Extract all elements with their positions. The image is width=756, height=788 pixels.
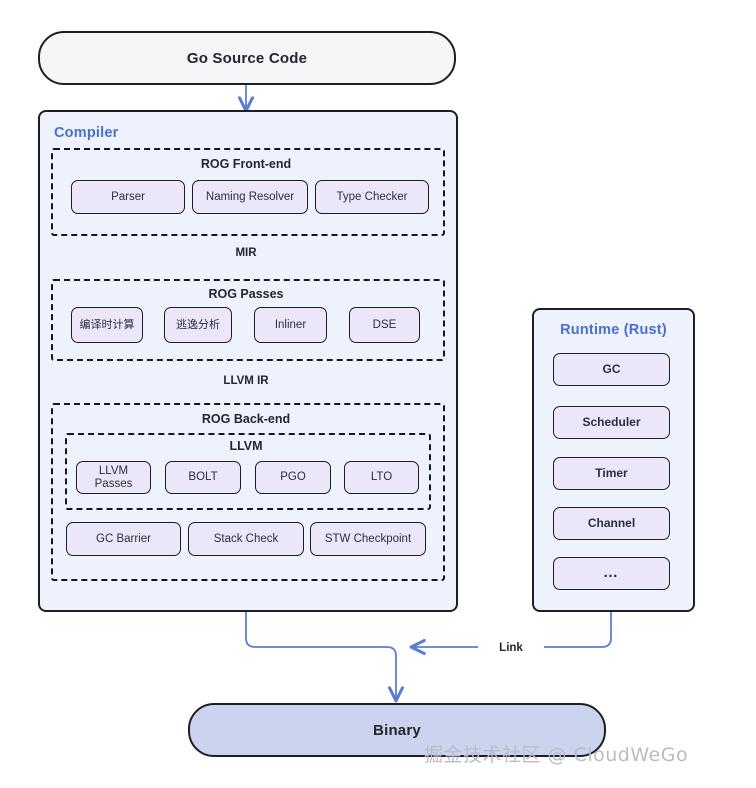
wire-compiler-to-binary (245, 608, 396, 700)
chip-label: BOLT (188, 471, 218, 484)
chip-naming-resolver[interactable]: Naming Resolver (192, 180, 308, 214)
chip-label: Stack Check (213, 532, 279, 545)
chip-scheduler[interactable]: Scheduler (553, 406, 670, 439)
chip-channel[interactable]: Channel (553, 507, 670, 540)
chip-inliner[interactable]: Inliner (254, 307, 327, 343)
chip-pgo[interactable]: PGO (255, 461, 331, 494)
group-rog-frontend-title: ROG Front-end (200, 157, 292, 171)
chip-label: Timer (595, 465, 628, 480)
edge-label-link: Link (478, 640, 544, 656)
chip-label: … (603, 564, 620, 582)
node-label: Binary (373, 721, 421, 739)
chip-label: GC Barrier (96, 532, 151, 545)
chip-label: 编译时计算 (79, 317, 135, 331)
chip-escape-analysis[interactable]: 逃逸分析 (164, 307, 232, 343)
watermark: 掘金技术社区 @ CloudWeGo (424, 744, 689, 766)
chip-label: LLVM Passes (94, 464, 133, 490)
chip-label: Inliner (274, 318, 307, 331)
chip-timer[interactable]: Timer (553, 457, 670, 490)
chip-llvm-passes[interactable]: LLVM Passes (76, 461, 151, 494)
chip-compile-time-eval[interactable]: 编译时计算 (71, 307, 143, 343)
chip-label: Parser (111, 190, 145, 203)
group-rog-passes (51, 279, 445, 361)
chip-label: Naming Resolver (205, 190, 295, 203)
group-rog-backend-title: ROG Back-end (201, 412, 291, 426)
chip-label: Scheduler (582, 414, 641, 429)
node-binary[interactable]: Binary (188, 703, 606, 757)
group-rog-passes-title: ROG Passes (208, 287, 284, 301)
chip-label: STW Checkpoint (324, 532, 412, 545)
edge-label-mir: MIR (235, 247, 257, 259)
chip-label: Channel (587, 515, 636, 530)
group-llvm (65, 433, 431, 510)
group-llvm-title: LLVM (229, 439, 263, 453)
chip-label: DSE (372, 318, 397, 331)
panel-compiler-title: Compiler (54, 125, 119, 141)
chip-gc[interactable]: GC (553, 353, 670, 386)
chip-lto[interactable]: LTO (344, 461, 419, 494)
chip-label: PGO (280, 471, 306, 484)
chip-stw-checkpoint[interactable]: STW Checkpoint (310, 522, 426, 556)
chip-label: LTO (370, 471, 393, 484)
edge-label-llvm-ir: LLVM IR (223, 375, 269, 387)
chip-more[interactable]: … (553, 557, 670, 590)
node-go-source-code[interactable]: Go Source Code (38, 31, 456, 85)
group-rog-backend (51, 403, 445, 581)
chip-gc-barrier[interactable]: GC Barrier (66, 522, 181, 556)
chip-parser[interactable]: Parser (71, 180, 185, 214)
chip-label: GC (602, 361, 621, 376)
node-label: Go Source Code (186, 49, 308, 67)
group-rog-frontend (51, 148, 445, 236)
chip-label: Type Checker (336, 190, 408, 203)
chip-dse[interactable]: DSE (349, 307, 420, 343)
chip-bolt[interactable]: BOLT (165, 461, 241, 494)
chip-type-checker[interactable]: Type Checker (315, 180, 429, 214)
chip-label: 逃逸分析 (176, 317, 220, 331)
panel-runtime-title: Runtime (Rust) (560, 322, 667, 338)
chip-stack-check[interactable]: Stack Check (188, 522, 304, 556)
